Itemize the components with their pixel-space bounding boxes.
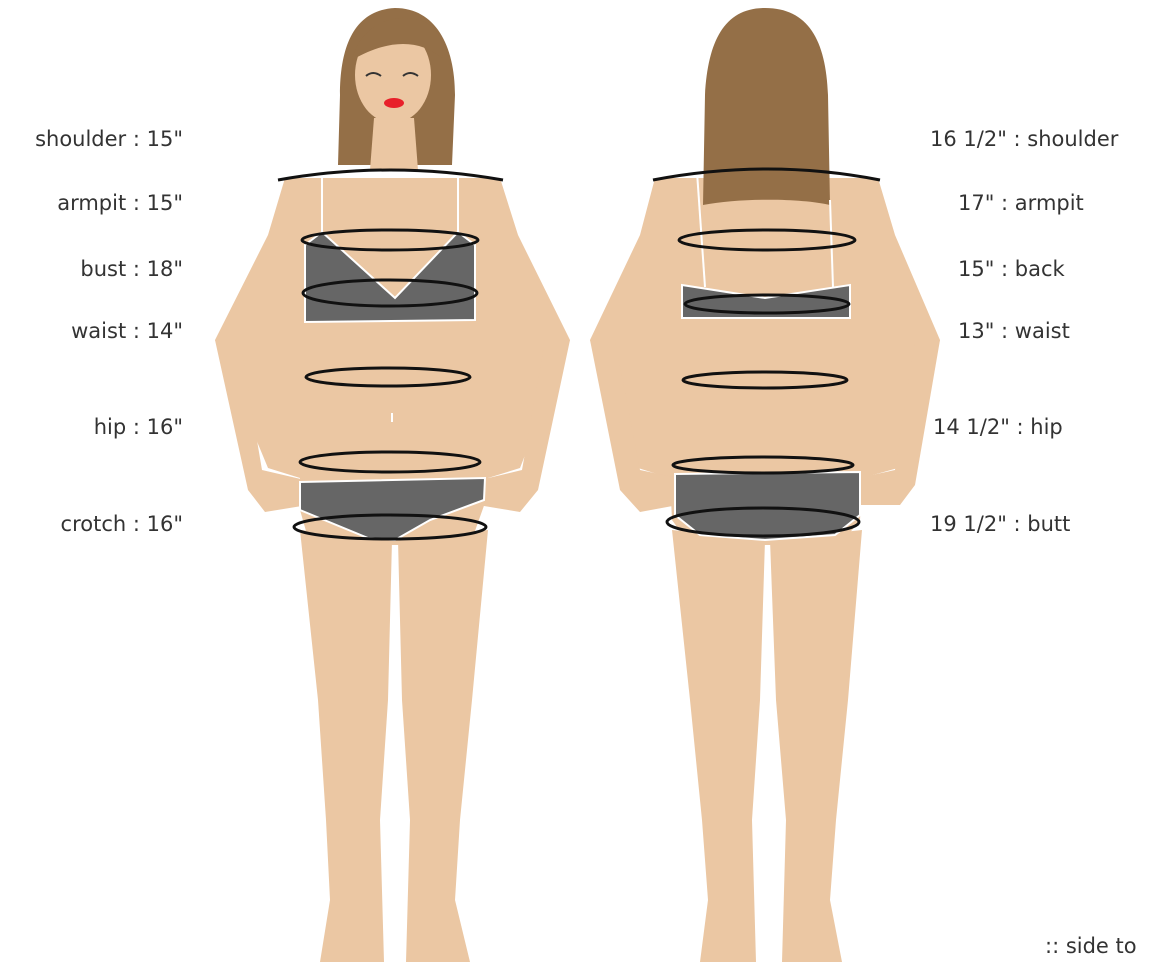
front-right-leg bbox=[398, 530, 488, 962]
back-left-leg bbox=[672, 530, 765, 962]
back-label-waist: 13" : waist bbox=[958, 321, 1070, 342]
front-label-armpit: armpit : 15" bbox=[57, 193, 183, 214]
front-label-waist: waist : 14" bbox=[71, 321, 183, 342]
back-label-armpit: 17" : armpit bbox=[958, 193, 1084, 214]
back-label-hip: 14 1/2" : hip bbox=[933, 417, 1063, 438]
back-briefs bbox=[675, 472, 860, 540]
footer-note: :: side to bbox=[1045, 936, 1137, 957]
front-lips bbox=[384, 98, 404, 108]
back-label-shoulder: 16 1/2" : shoulder bbox=[930, 129, 1118, 150]
back-label-back: 15" : back bbox=[958, 259, 1065, 280]
front-label-crotch: crotch : 16" bbox=[61, 514, 183, 535]
front-neck bbox=[370, 118, 418, 170]
front-left-leg bbox=[300, 530, 392, 962]
front-figure bbox=[215, 8, 570, 962]
front-label-shoulder: shoulder : 15" bbox=[35, 129, 183, 150]
back-right-leg bbox=[770, 530, 862, 962]
back-hair bbox=[703, 8, 830, 205]
back-label-butt: 19 1/2" : butt bbox=[930, 514, 1070, 535]
front-label-bust: bust : 18" bbox=[80, 259, 183, 280]
back-figure bbox=[590, 8, 940, 962]
front-label-hip: hip : 16" bbox=[94, 417, 183, 438]
